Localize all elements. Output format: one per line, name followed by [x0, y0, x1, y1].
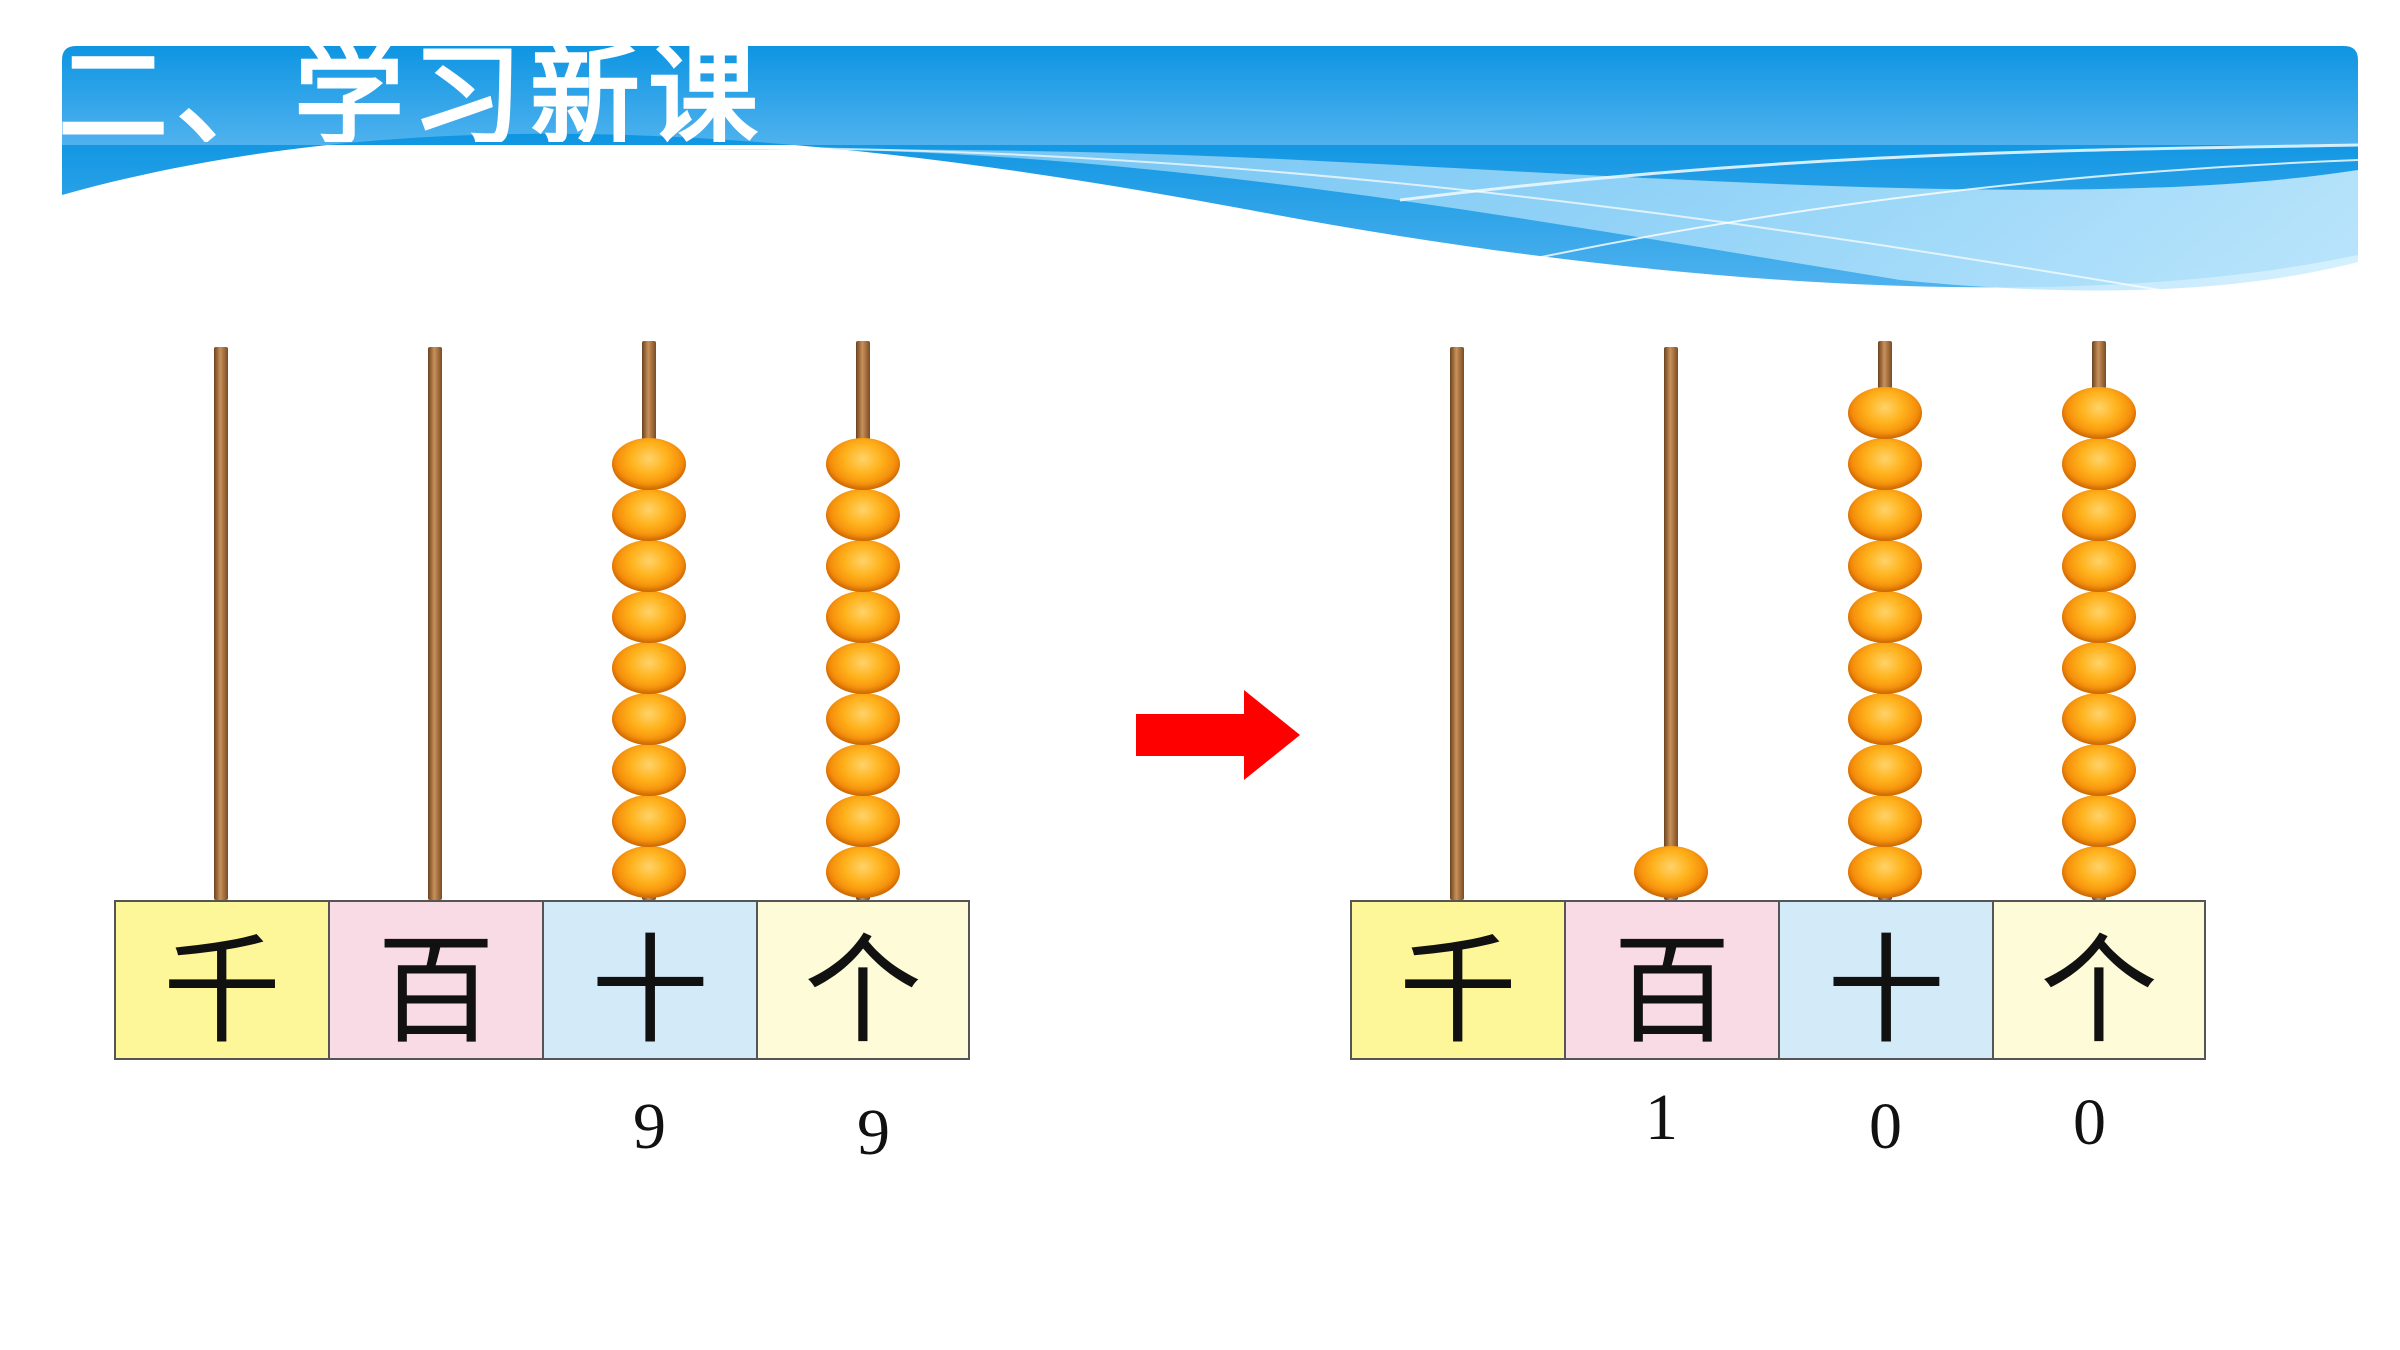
banner-wave-graphic: [62, 46, 2359, 291]
title-banner: 二、学习新课: [0, 0, 2400, 330]
place-label-thousands: 千: [114, 900, 330, 1060]
abacus-bead: [826, 795, 900, 847]
place-label-ones: 个: [756, 900, 970, 1060]
abacus-bead: [2062, 540, 2136, 592]
abacus-bead: [1848, 489, 1922, 541]
abacus-before: 千百十 9 个 9: [114, 335, 972, 1175]
place-label-ones: 个: [1992, 900, 2206, 1060]
place-digit-tens: 9: [633, 1090, 666, 1163]
place-digit-ones: 9: [857, 1096, 890, 1169]
abacus-rod-hundreds: [1664, 347, 1678, 900]
abacus-bead: [612, 438, 686, 490]
abacus-bead: [2062, 438, 2136, 490]
abacus-bead: [612, 642, 686, 694]
abacus-bead: [612, 591, 686, 643]
abacus-bead: [826, 438, 900, 490]
abacus-bead: [826, 693, 900, 745]
abacus-bead: [826, 642, 900, 694]
place-label-hundreds: 百: [1564, 900, 1780, 1060]
abacus-bead: [826, 540, 900, 592]
abacus-rod-thousands: [214, 347, 228, 900]
abacus-bead: [612, 744, 686, 796]
abacus-bead: [2062, 489, 2136, 541]
abacus-bead: [2062, 744, 2136, 796]
abacus-bead: [2062, 642, 2136, 694]
abacus-bead: [2062, 693, 2136, 745]
abacus-bead: [826, 489, 900, 541]
abacus-bead: [2062, 591, 2136, 643]
page-title: 二、学习新课: [58, 42, 766, 142]
place-digit-hundreds: 1: [1645, 1081, 1678, 1154]
abacus-bead: [1634, 846, 1708, 898]
abacus-bead: [1848, 795, 1922, 847]
place-digit-ones: 0: [2073, 1086, 2106, 1159]
place-label-tens: 十: [542, 900, 758, 1060]
place-label-tens: 十: [1778, 900, 1994, 1060]
abacus-bead: [826, 744, 900, 796]
abacus-bead: [1848, 642, 1922, 694]
abacus-bead: [1848, 540, 1922, 592]
abacus-bead: [612, 795, 686, 847]
abacus-bead: [1848, 744, 1922, 796]
abacus-bead: [1848, 846, 1922, 898]
right-arrow-icon: [1136, 690, 1300, 780]
abacus-rod-hundreds: [428, 347, 442, 900]
abacus-after: 千百 1 十 0 个 0: [1350, 335, 2208, 1175]
abacus-bead: [1848, 591, 1922, 643]
abacus-bead: [1848, 438, 1922, 490]
abacus-bead: [612, 540, 686, 592]
place-label-thousands: 千: [1350, 900, 1566, 1060]
abacus-bead: [2062, 846, 2136, 898]
abacus-bead: [2062, 387, 2136, 439]
place-label-hundreds: 百: [328, 900, 544, 1060]
abacus-bead: [612, 846, 686, 898]
abacus-bead: [612, 693, 686, 745]
abacus-bead: [826, 846, 900, 898]
abacus-bead: [1848, 387, 1922, 439]
abacus-bead: [612, 489, 686, 541]
abacus-bead: [2062, 795, 2136, 847]
abacus-rod-thousands: [1450, 347, 1464, 900]
place-digit-tens: 0: [1869, 1090, 1902, 1163]
abacus-bead: [1848, 693, 1922, 745]
abacus-bead: [826, 591, 900, 643]
